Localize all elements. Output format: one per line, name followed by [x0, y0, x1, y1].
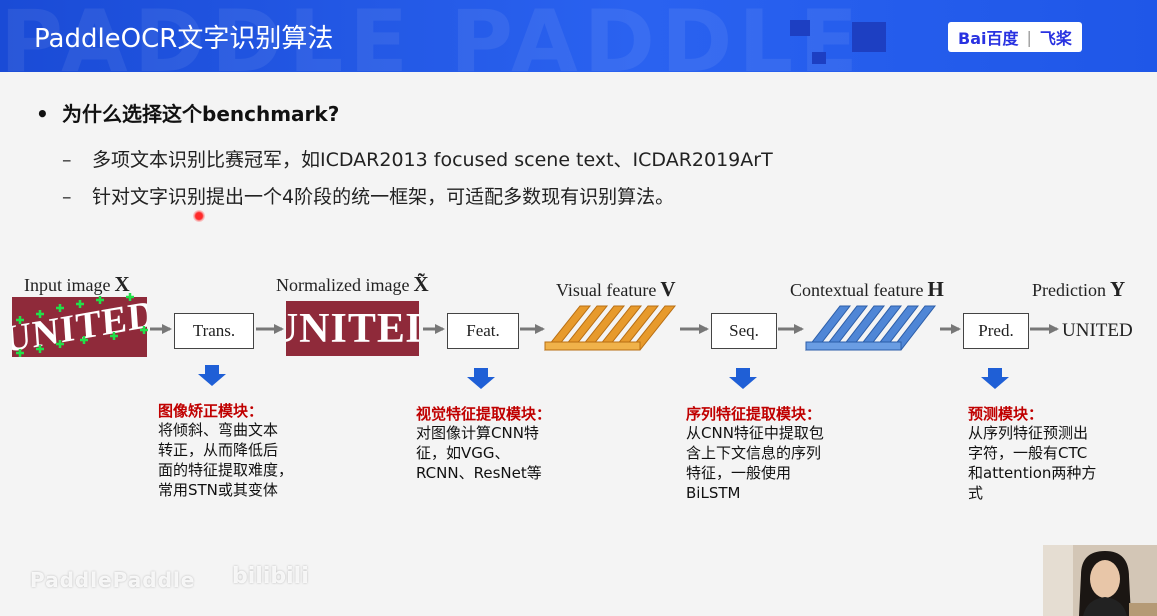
title-banner: PADDLE PADDLE PaddleOCR文字识别算法 Bai百度 | 飞桨: [0, 0, 1157, 72]
dash-icon: –: [62, 149, 72, 171]
feat-module-box: Feat.: [447, 313, 519, 349]
trans-module-box: Trans.: [174, 313, 254, 349]
presenter-webcam: [1043, 545, 1157, 616]
contextual-feature-bars: [804, 305, 937, 351]
paddlepaddle-watermark: PaddlePaddle: [30, 568, 196, 592]
sub-bullet: –针对文字识别提出一个4阶段的统一框架，可适配多数现有识别算法。: [62, 182, 674, 209]
pred-module-box: Pred.: [963, 313, 1029, 349]
sub-bullet: –多项文本识别比赛冠军，如ICDAR2013 focused scene tex…: [62, 145, 773, 172]
bullet-main-text: 为什么选择这个benchmark?: [62, 102, 340, 126]
prediction-output: UNITED: [1062, 320, 1133, 341]
module-title-sequence: 序列特征提取模块：: [686, 405, 822, 423]
sub-bullet-text: 针对文字识别提出一个4阶段的统一框架，可适配多数现有识别算法。: [92, 186, 675, 208]
module-title-rectification: 图像矫正模块：: [158, 402, 264, 420]
banner-decor-square: [812, 52, 826, 64]
module-desc-rectification: 将倾斜、弯曲文本转正，从而降低后面的特征提取难度，常用STN或其变体: [158, 421, 294, 499]
presenter-avatar-icon: [1043, 545, 1157, 616]
module-title-visual: 视觉特征提取模块：: [416, 405, 552, 423]
slide-title: PaddleOCR文字识别算法: [34, 24, 334, 54]
banner-decor-square: [790, 20, 810, 36]
sub-bullet-text: 多项文本识别比赛冠军，如ICDAR2013 focused scene text…: [92, 149, 773, 171]
bullet-dot-icon: •: [36, 102, 49, 126]
normalized-image: UNITED: [286, 301, 419, 356]
module-title-prediction: 预测模块：: [968, 405, 1044, 423]
feijiang-logo: 飞桨: [1039, 29, 1072, 48]
laser-pointer-icon: [193, 210, 205, 222]
bullet-main: • 为什么选择这个benchmark?: [36, 98, 339, 127]
brand-separator: |: [1026, 27, 1032, 47]
bilibili-logo: bilibili: [232, 564, 309, 589]
module-desc-visual: 对图像计算CNN特征，如VGG、RCNN、ResNet等: [416, 424, 542, 482]
banner-watermark: PADDLE PADDLE: [0, 0, 864, 72]
seq-module-box: Seq.: [711, 313, 777, 349]
landmark-points: [16, 293, 148, 357]
dash-icon: –: [62, 186, 72, 208]
baidu-logo: Bai百度: [958, 29, 1019, 48]
banner-decor-square: [852, 22, 886, 52]
down-arrows: [198, 365, 1009, 389]
brand-logo: Bai百度 | 飞桨: [948, 22, 1082, 52]
visual-feature-bars: [543, 305, 677, 351]
